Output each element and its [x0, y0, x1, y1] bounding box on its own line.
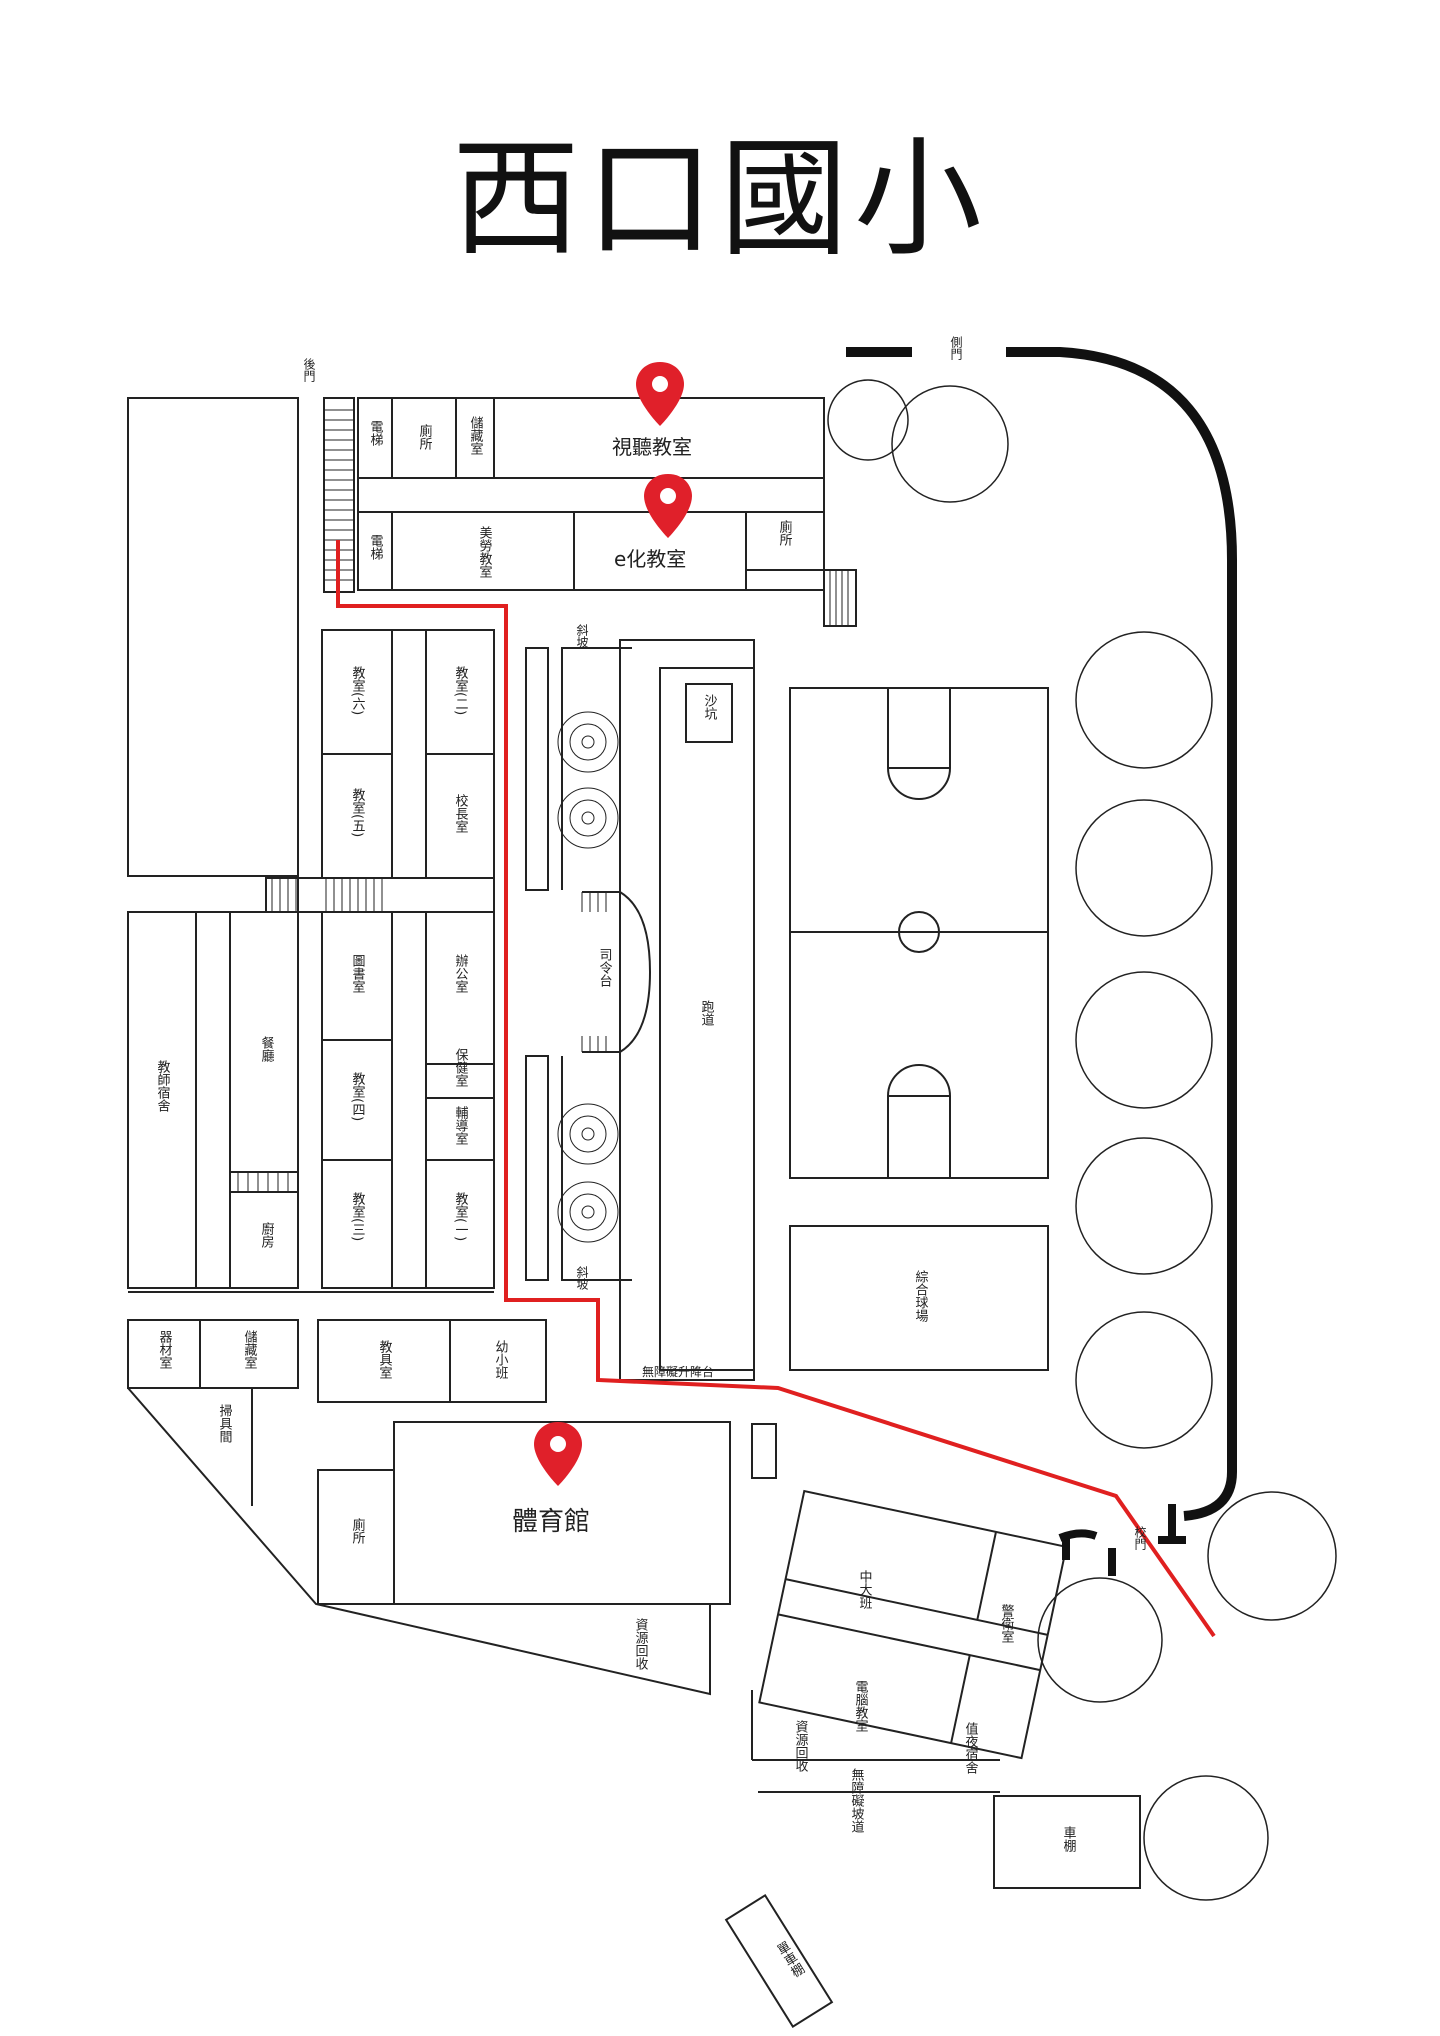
- label-podium: 司令台: [597, 948, 613, 987]
- tree-icon: [557, 711, 619, 773]
- track-outer: [619, 639, 755, 1381]
- middle-class-building: [758, 1489, 1068, 1760]
- gate-post-east: [1158, 1504, 1186, 1544]
- label-class5: 教室(五): [350, 787, 366, 837]
- sandpit-box: [685, 683, 733, 743]
- label-class2: 教室(二): [453, 665, 469, 715]
- bush-icon: [1075, 1137, 1213, 1275]
- label-dining: 餐廳: [259, 1035, 275, 1063]
- label-av-room: 視聽教室: [612, 435, 692, 459]
- north-building: [357, 397, 825, 591]
- label-barrier-free-ramp: 無障礙坡道: [849, 1768, 865, 1833]
- location-pin-icon: [636, 362, 684, 426]
- perimeter-wall: [1006, 347, 1237, 1521]
- tree-icon: [557, 1181, 619, 1243]
- label-staff-room: 教具室: [377, 1339, 393, 1379]
- label-guard-room: 警衛室: [999, 1603, 1015, 1643]
- label-art-room: 美勞教室: [477, 526, 493, 578]
- label-e-room: e化教室: [614, 547, 686, 571]
- podium-outline: [582, 891, 652, 1053]
- label-library: 圖書室: [350, 954, 366, 993]
- label-toilet-top: 廁所: [417, 423, 433, 450]
- label-middle-class: 中大班: [857, 1570, 873, 1609]
- label-sandpit: 沙坑: [702, 694, 718, 721]
- gym-box: [393, 1421, 731, 1605]
- label-main-gate: 校門: [1133, 1525, 1147, 1550]
- multi-field-box: [789, 1225, 1049, 1371]
- label-duty-dorm: 值夜宿舍: [963, 1721, 979, 1774]
- bush-icon: [1037, 1577, 1163, 1703]
- bike-shed-box: [724, 1894, 834, 2028]
- label-class1: 教室(一): [453, 1191, 469, 1241]
- label-bike-shed: 單車棚: [772, 1939, 806, 1981]
- label-counsel: 輔導室: [453, 1106, 469, 1145]
- label-slope-top: 斜坡: [575, 624, 589, 648]
- label-storage-top: 儲藏室: [468, 416, 484, 455]
- bush-icon: [1075, 1311, 1213, 1449]
- label-car-shed: 車棚: [1061, 1826, 1077, 1852]
- label-multi-field: 綜合球場: [913, 1270, 929, 1322]
- label-back-gate: 後門: [302, 358, 316, 382]
- classroom-block-south: [321, 911, 495, 1289]
- location-pin-icon: [534, 1422, 582, 1486]
- stair-north-east: [823, 569, 857, 627]
- label-principal: 校長室: [453, 793, 469, 833]
- track-inner: [659, 667, 755, 1371]
- label-elevator-top: 電梯: [368, 420, 384, 446]
- label-recycle-2: 資源回收: [793, 1720, 809, 1772]
- location-pin-icon: [644, 474, 692, 538]
- planter-north: [525, 647, 549, 891]
- bush-icon: [1075, 631, 1213, 769]
- storage-2-box: [199, 1319, 299, 1389]
- bush-icon: [1075, 799, 1213, 937]
- label-storage-2: 儲藏室: [242, 1330, 258, 1369]
- label-teacher-dorm: 教師宿舍: [155, 1059, 171, 1112]
- gate-post-west: [1058, 1529, 1116, 1576]
- label-class3: 教室(三): [350, 1191, 366, 1241]
- label-tool-room: 掃具間: [217, 1403, 233, 1444]
- bush-icon: [1143, 1775, 1269, 1901]
- label-kindergarten: 幼小班: [493, 1340, 509, 1379]
- label-recycle-1: 資源回收: [633, 1618, 649, 1670]
- label-class4: 教室(四): [350, 1071, 366, 1121]
- staff-kinder-box: [317, 1319, 547, 1403]
- stair-west-2: [265, 877, 299, 913]
- label-toilet-3: 廁所: [350, 1517, 366, 1544]
- label-health: 保健室: [453, 1048, 469, 1087]
- car-shed-box: [993, 1795, 1141, 1889]
- label-class6: 教室(六): [350, 665, 366, 715]
- bush-icon: [827, 379, 1009, 503]
- label-side-gate: 側門: [949, 336, 963, 360]
- label-elevator-2: 電梯: [368, 534, 384, 560]
- label-computer-room: 電腦教室: [853, 1680, 869, 1732]
- teacher-building-west: [127, 397, 299, 877]
- gym-area-outline: [127, 1387, 711, 1696]
- corridor-stair: [265, 877, 495, 913]
- label-kitchen: 廚房: [259, 1221, 275, 1248]
- stair-sw: [751, 1423, 777, 1479]
- teacher-dorm-block: [127, 911, 299, 1289]
- toilet-2-box: [745, 511, 825, 571]
- label-barrier-free-lift: 無障礙升降台: [642, 1364, 714, 1379]
- label-toilet-2: 廁所: [777, 519, 793, 546]
- tree-icon: [557, 787, 619, 849]
- bush-icon: [1075, 971, 1213, 1109]
- route-path: [336, 540, 1216, 1638]
- planter-south: [525, 1055, 549, 1281]
- label-slope-bottom: 斜坡: [575, 1266, 589, 1290]
- label-gym: 體育館: [512, 1507, 590, 1537]
- tree-icon: [557, 1103, 619, 1165]
- label-equipment: 器材室: [157, 1330, 173, 1369]
- label-track: 跑道: [699, 1000, 715, 1026]
- page-title: 西口國小: [451, 125, 988, 274]
- bush-icon: [1207, 1491, 1337, 1621]
- label-office: 辦公室: [453, 954, 469, 993]
